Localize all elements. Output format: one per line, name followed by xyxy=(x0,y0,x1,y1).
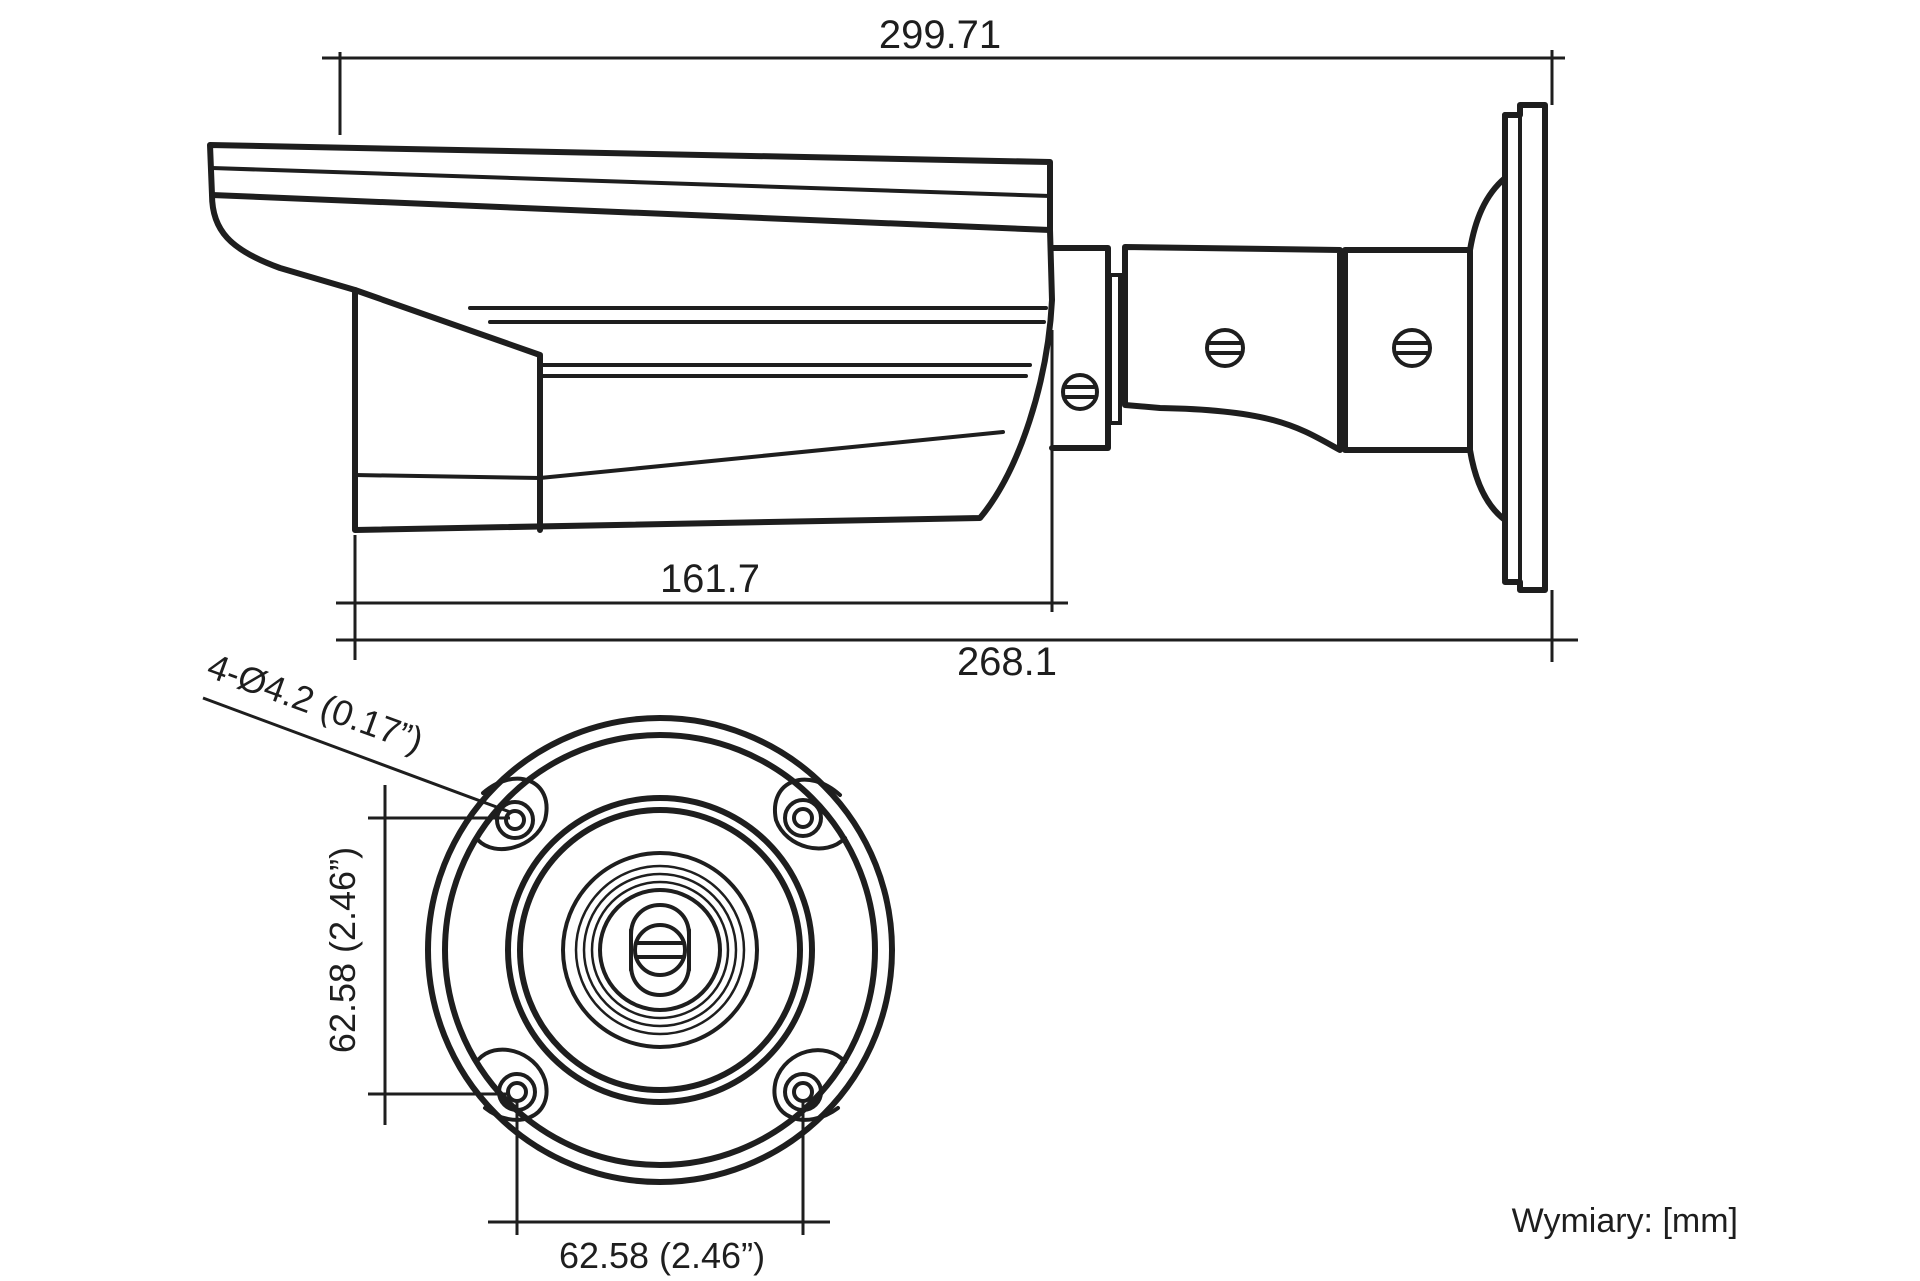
base-outer-ring xyxy=(425,715,895,1185)
leader-hole-spec xyxy=(202,696,511,814)
mounting-hole-top-right xyxy=(772,777,847,851)
mounting-hole-bottom-right xyxy=(772,1048,847,1122)
lens-icon xyxy=(561,851,759,1049)
mounting-hole-bottom-left xyxy=(476,1047,549,1122)
base-inner-ring xyxy=(442,732,878,1168)
screw-icon xyxy=(1392,328,1432,368)
camera-body xyxy=(352,227,1055,533)
body-bottom-line xyxy=(353,430,1005,481)
screw-icon xyxy=(1205,328,1245,368)
base-boss-outer xyxy=(505,795,815,1105)
bracket-collar-ring xyxy=(1108,273,1122,425)
overall-length-label: 299.71 xyxy=(879,13,1001,57)
base-boss-inner xyxy=(517,807,803,1093)
wall-plate xyxy=(1502,102,1548,593)
base-length-label: 268.1 xyxy=(957,640,1057,684)
screw-icon xyxy=(1061,373,1099,411)
sunshield xyxy=(207,142,1053,233)
sunshield-underside xyxy=(209,192,543,533)
vertical-spacing-label: 62.58 (2.46”) xyxy=(322,847,363,1053)
sunshield-rib xyxy=(210,166,1052,198)
bracket-arm xyxy=(1122,244,1343,453)
units-note: Wymiary: [mm] xyxy=(1512,1202,1738,1240)
horizontal-spacing-label: 62.58 (2.46”) xyxy=(559,1235,765,1276)
bracket-base-flare xyxy=(1467,175,1508,523)
camera-side-view xyxy=(207,102,1548,593)
mounting-hole-top-left xyxy=(476,776,549,851)
side-view-dimensions: 299.71 161.7 268.1 xyxy=(322,13,1578,684)
hole-spec-label: 4-Ø4.2 (0.17”) xyxy=(202,645,428,761)
bracket-base xyxy=(1342,247,1473,453)
bracket-collar xyxy=(1049,245,1111,451)
mount-base-view xyxy=(425,715,895,1185)
housing-length-label: 161.7 xyxy=(660,557,760,601)
